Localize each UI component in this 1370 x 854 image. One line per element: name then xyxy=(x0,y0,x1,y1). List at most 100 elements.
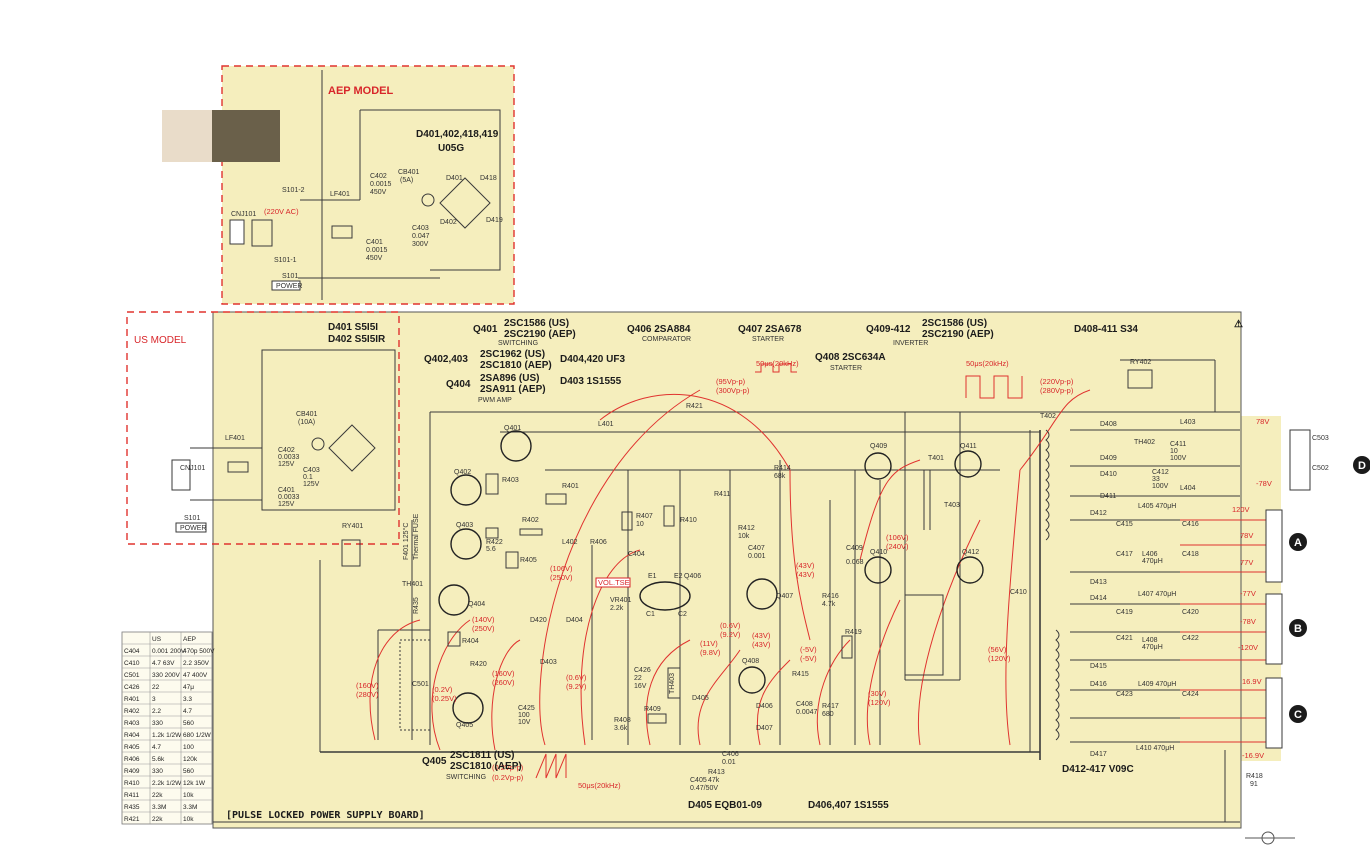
table-cell: R405 xyxy=(124,744,140,751)
hdr-q409-parts2: 2SC2190 (AEP) xyxy=(922,329,994,340)
d417-label: D417 xyxy=(1090,751,1107,758)
c503-label: C503 xyxy=(1312,435,1329,442)
us-c402-val: 0.0033 xyxy=(278,454,300,461)
connector-c xyxy=(1265,677,1283,749)
out-78v: 78V xyxy=(1256,417,1269,426)
wire-c501-loop xyxy=(377,520,430,740)
us-power: POWER xyxy=(180,525,206,532)
trace-output-lines xyxy=(1180,519,1270,743)
wave3-v1: (0.2Vp-p) xyxy=(492,763,524,772)
wave1-label: 50μs(20kHz) xyxy=(756,359,799,368)
table-cell: 4.7 63V xyxy=(152,660,175,667)
r414-label: R414 xyxy=(774,465,791,472)
us-model-section: US MODEL D401 S5I5I D402 S5I5IR LF401 CN… xyxy=(126,311,400,545)
d406-label: D406 xyxy=(756,703,773,710)
aep-diodes-label: D401,402,418,419 xyxy=(416,129,499,140)
c502-label: C502 xyxy=(1312,465,1329,472)
table-cell: 0.001 200V xyxy=(152,648,186,655)
hdr-q409-parts: 2SC1586 (US) xyxy=(922,318,987,329)
q403-label: Q403 xyxy=(456,522,473,529)
trace-5 xyxy=(580,549,641,746)
hdr-q402: Q402,403 xyxy=(424,354,468,365)
r413-label: R413 xyxy=(708,769,725,776)
table-cell: 4.7 xyxy=(183,708,192,715)
table-cell: 470p 500V xyxy=(183,648,215,655)
r435-label: R435 xyxy=(413,597,420,614)
trace-12 xyxy=(1005,469,1021,746)
th401-label: TH401 xyxy=(402,581,423,588)
table-cell: 330 200V xyxy=(152,672,180,679)
hdr-q401-role: SWITCHING xyxy=(498,340,538,347)
wire-verticals-mid xyxy=(591,470,731,745)
footer-r418: R418 xyxy=(1246,773,1263,780)
volt-260: (260V) xyxy=(492,678,515,687)
connector-b xyxy=(1265,593,1283,665)
table-header-cell: AEP xyxy=(183,636,196,643)
c404-label: C404 xyxy=(628,551,645,558)
block-d-marker xyxy=(1353,456,1370,474)
aep-d401: D401 xyxy=(446,175,463,182)
waveforms: 50μs(20kHz) (95Vp-p) (300Vp-p) 50μs(20kH… xyxy=(492,359,1074,782)
transistor-q406 xyxy=(639,581,691,611)
out-120v: 120V xyxy=(1232,505,1250,514)
l405-label: L405 470μH xyxy=(1138,503,1176,510)
wave2-shape xyxy=(965,375,1023,399)
scan-patch-dark xyxy=(212,110,280,162)
r414-val: 68k xyxy=(774,473,786,480)
us-c401-val: 0.0033 xyxy=(278,494,300,501)
c426-v: 16V xyxy=(634,683,647,690)
wave2-label: 50μs(20kHz) xyxy=(966,359,1009,368)
table-cell: 560 xyxy=(183,768,194,775)
volt-56: (56V) xyxy=(988,645,1007,654)
l408-val: 470μH xyxy=(1142,644,1163,651)
footer-q405: Q405 xyxy=(422,756,447,767)
table-cell: 3.3 xyxy=(183,696,192,703)
t403-label: T403 xyxy=(944,502,960,509)
r408-label: R408 xyxy=(614,717,631,724)
table-cell: 5.6k xyxy=(152,756,165,763)
table-cell: R421 xyxy=(124,816,140,823)
main-board-border xyxy=(212,311,1242,829)
c420-label: C420 xyxy=(1182,609,1199,616)
aep-power-box xyxy=(271,280,301,291)
table-cell: R411 xyxy=(124,792,139,799)
aep-model-border xyxy=(221,65,515,305)
aep-switch-name: S101 xyxy=(282,273,298,280)
c412-label: C412 xyxy=(1152,469,1169,476)
c405-label: C405 xyxy=(690,777,707,784)
r407-val: 10 xyxy=(636,521,644,528)
r411-label: R411 xyxy=(714,491,730,498)
l407-label: L407 470μH xyxy=(1138,591,1176,598)
trace-14 xyxy=(789,469,811,641)
volt-280: (280V) xyxy=(356,690,379,699)
block-a-marker xyxy=(1289,533,1307,551)
hdr-q404-parts: 2SA896 (US) xyxy=(480,373,539,384)
out-16-9v: 16.9V xyxy=(1242,677,1262,686)
d408-label: D408 xyxy=(1100,421,1117,428)
table-cell: 3 xyxy=(152,696,156,703)
transistor-q401 xyxy=(500,430,532,462)
l409-label: L409 470μH xyxy=(1138,681,1176,688)
aep-c402-val: 0.0015 xyxy=(370,181,392,188)
table-cell: 10k xyxy=(183,792,194,799)
table-cell: 120k xyxy=(183,756,198,763)
hdr-q409: Q409-412 xyxy=(866,324,911,335)
d411-label: D411 xyxy=(1100,493,1116,500)
footer-labels: [PULSE LOCKED POWER SUPPLY BOARD] Q405 2… xyxy=(226,750,1295,845)
volt-160b: (160V) xyxy=(492,669,515,678)
hdr-q407-role: STARTER xyxy=(752,336,784,343)
aep-bridge-rectifier xyxy=(439,177,491,229)
aep-model-section: AEP MODEL D401,402,418,419 U05G S101-2 L… xyxy=(162,65,515,305)
r402-label: R402 xyxy=(522,517,539,524)
t401-label: T401 xyxy=(928,455,944,462)
block-a-letter: A xyxy=(1294,537,1302,549)
hdr-d404: D404,420 UF3 xyxy=(560,354,625,365)
hdr-q408: Q408 2SC634A xyxy=(815,352,886,363)
wire-verticals-right xyxy=(779,460,881,745)
board-title: [PULSE LOCKED POWER SUPPLY BOARD] xyxy=(226,810,425,821)
table-cell: 2.2 350V xyxy=(183,660,210,667)
volt-43: (43V) xyxy=(752,631,771,640)
r422-label: R422 xyxy=(486,539,503,546)
c415-label: C415 xyxy=(1116,521,1133,528)
aep-model-title: AEP MODEL xyxy=(328,85,393,97)
